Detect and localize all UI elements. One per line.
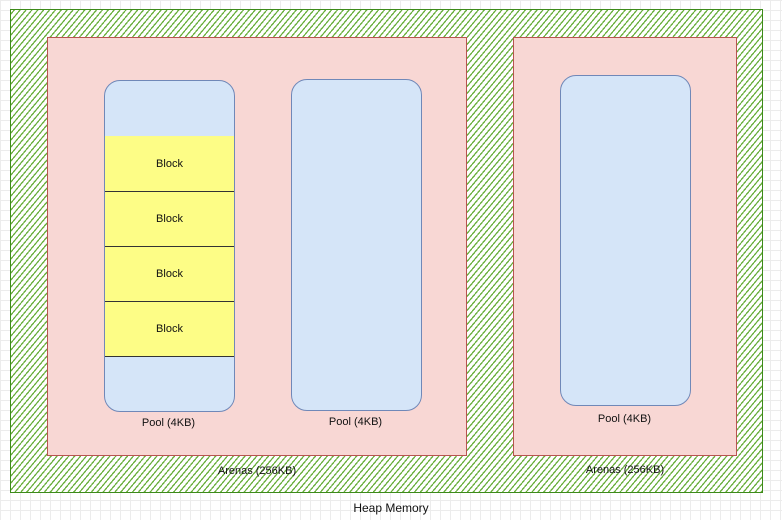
arena-1-label: Arenas (256KB) [217, 465, 297, 477]
heap-memory-label: Heap Memory [353, 501, 429, 515]
pool-1: Block Block Block Block [104, 80, 235, 412]
arena-1: Block Block Block Block [47, 37, 467, 456]
block-1: Block [105, 136, 234, 191]
arena-2 [513, 37, 737, 456]
pool-3 [560, 75, 691, 406]
pool-2-label: Pool (4KB) [328, 416, 383, 428]
block-4: Block [105, 301, 234, 357]
pool-1-label: Pool (4KB) [141, 417, 196, 429]
pool-3-label: Pool (4KB) [597, 413, 652, 425]
pool-2 [291, 79, 422, 411]
block-3: Block [105, 246, 234, 301]
block-2: Block [105, 191, 234, 246]
arena-2-label: Arenas (256KB) [585, 464, 665, 476]
